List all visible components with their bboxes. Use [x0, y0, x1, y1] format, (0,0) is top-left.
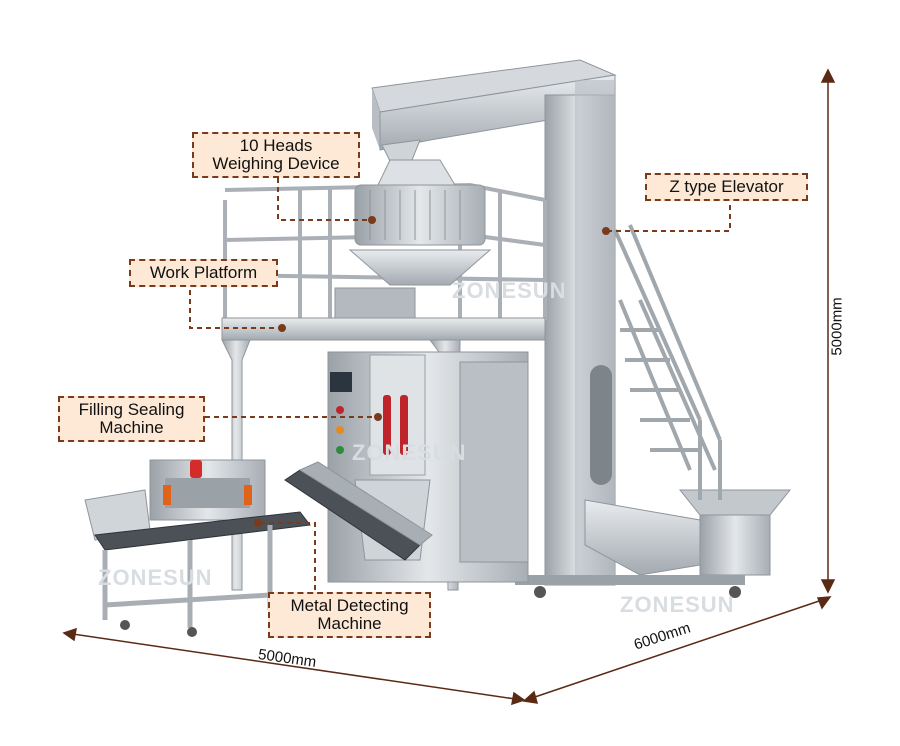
- metal-detector: [84, 459, 311, 637]
- label-filling-sealing: Filling Sealing Machine: [58, 396, 205, 442]
- label-metal-detecting: Metal Detecting Machine: [268, 592, 431, 638]
- label-filling-line1: Filling Sealing: [78, 400, 185, 419]
- discharge-conveyor: [284, 461, 433, 561]
- label-metal-line1: Metal Detecting: [290, 596, 409, 615]
- label-metal-line2: Machine: [317, 614, 382, 633]
- label-weighing-device: 10 Heads Weighing Device: [192, 132, 360, 178]
- leader-lines: [189, 178, 731, 590]
- label-filling-line2: Machine: [99, 418, 164, 437]
- watermark-elevator: ZONESUN: [620, 592, 735, 617]
- label-weighing-line1: 10 Heads: [239, 136, 313, 155]
- leader-dots: [254, 216, 610, 527]
- watermark-machine: ZONESUN: [352, 440, 467, 465]
- label-work-platform: Work Platform: [129, 259, 278, 287]
- filling-sealing-machine: [327, 351, 529, 583]
- staircase: [613, 224, 722, 500]
- weighing-device: [334, 159, 492, 319]
- z-elevator: [371, 59, 792, 598]
- label-work-platform-text: Work Platform: [149, 263, 258, 282]
- label-z-elevator: Z type Elevator: [645, 173, 808, 201]
- label-weighing-line2: Weighing Device: [212, 154, 340, 173]
- dimension-height: 5000mm: [828, 297, 846, 356]
- label-z-elevator-text: Z type Elevator: [669, 177, 784, 196]
- watermark-platform: ZONESUN: [452, 278, 567, 303]
- dimension-lines: [62, 68, 836, 706]
- watermark-detector: ZONESUN: [98, 565, 213, 590]
